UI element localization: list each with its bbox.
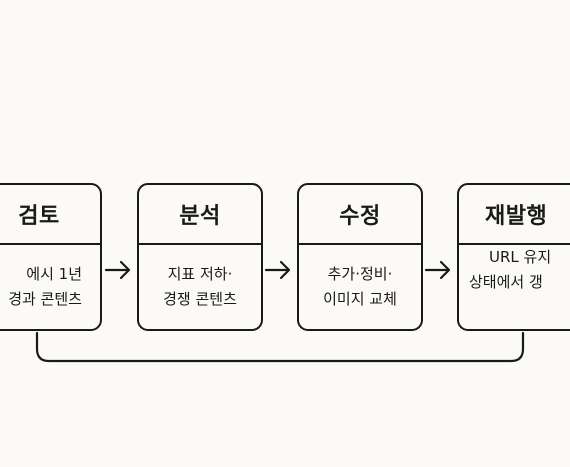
node-title: 분석 <box>139 185 261 245</box>
node-line: 이미지 교체 <box>323 290 397 308</box>
node-body: 추가·정비· 이미지 교체 <box>299 245 421 329</box>
node-body: URL 유지 상태에서 갱 <box>459 245 570 329</box>
node-line: 추가·정비· <box>327 265 393 283</box>
arrow-review-to-analysis <box>104 260 131 280</box>
node-title: 재발행 <box>459 185 570 245</box>
node-title: 검토 <box>0 185 100 245</box>
node-analysis: 분석 지표 저하· 경쟁 콘텐츠 <box>137 183 263 331</box>
node-body: 에시 1년 경과 콘텐츠 <box>0 245 100 329</box>
node-review: 검토 에시 1년 경과 콘텐츠 <box>0 183 102 331</box>
node-body: 지표 저하· 경쟁 콘텐츠 <box>139 245 261 329</box>
node-line: 상태에서 갱 <box>469 273 543 291</box>
arrow-analysis-to-revise <box>264 260 291 280</box>
arrow-revise-to-republish <box>424 260 451 280</box>
node-line: 에시 1년 <box>26 265 82 283</box>
feedback-loop-line <box>35 331 525 363</box>
node-republish: 재발행 URL 유지 상태에서 갱 <box>457 183 570 331</box>
node-line: 지표 저하· <box>167 265 233 283</box>
node-revise: 수정 추가·정비· 이미지 교체 <box>297 183 423 331</box>
node-line: 경과 콘텐츠 <box>8 290 82 308</box>
node-line: URL 유지 <box>489 248 552 266</box>
node-title: 수정 <box>299 185 421 245</box>
node-line: 경쟁 콘텐츠 <box>163 290 237 308</box>
